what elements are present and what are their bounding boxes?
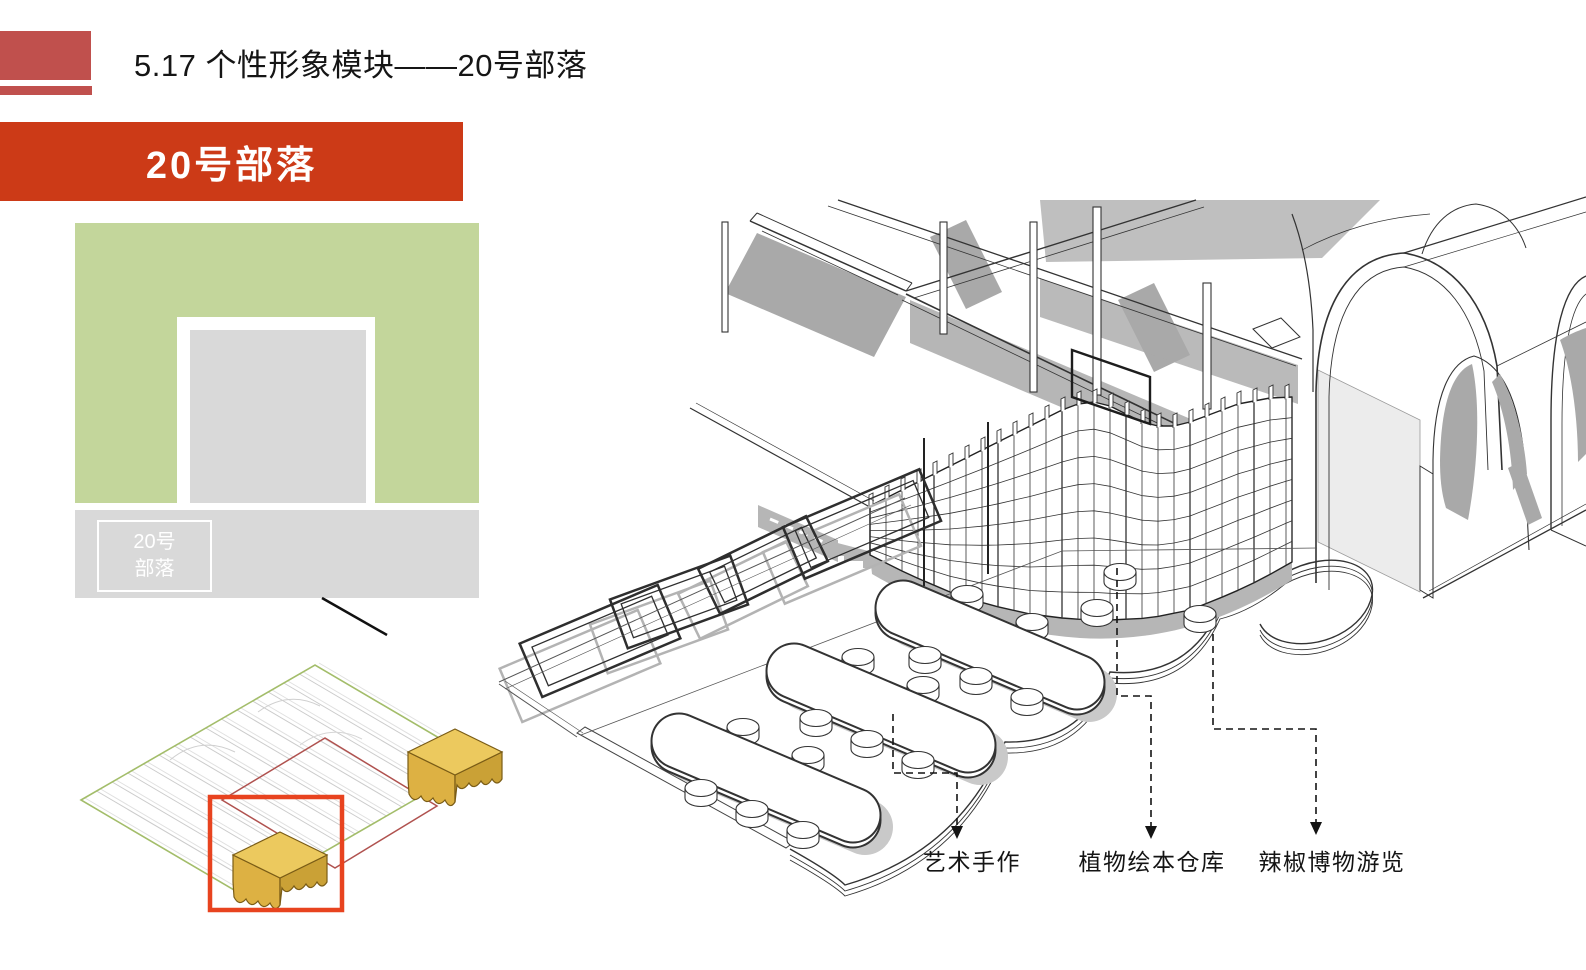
section-banner: 20号部落 <box>0 122 463 201</box>
plan-site-label-line2: 部落 <box>134 558 175 580</box>
terrace-scalloped-edge <box>789 559 1374 897</box>
walkway-shadow <box>758 505 838 562</box>
plan-site-label-line1: 20号 <box>133 531 176 553</box>
arrow-down-icon <box>1310 822 1322 835</box>
yellow-module-block <box>406 728 504 807</box>
annotation-label: 艺术手作 <box>923 849 1021 875</box>
plan-building-box <box>190 330 366 503</box>
annotation-label: 植物绘本仓库 <box>1078 849 1226 875</box>
plan-gray-strip <box>75 510 479 598</box>
leader-lines <box>892 568 1317 826</box>
building-columns <box>721 206 1212 410</box>
leader-line <box>321 596 388 637</box>
arrow-down-icon <box>1145 826 1157 839</box>
highlight-square <box>207 794 345 913</box>
annotation-label: 辣椒博物游览 <box>1258 849 1406 875</box>
display-frames <box>517 467 943 699</box>
plan-site-label: 20号 部落 <box>97 520 212 592</box>
page-title: 5.17 个性形象模块——20号部落 <box>134 48 588 83</box>
arched-greenhouse <box>1291 196 1586 599</box>
axonometric-illustration <box>497 196 1586 897</box>
header-accent-block <box>0 31 91 80</box>
section-banner-label: 20号部落 <box>145 145 318 187</box>
site-axonometric <box>79 596 504 913</box>
table-group <box>650 579 1117 855</box>
doorway-frame <box>1070 348 1152 426</box>
header-accent-underline <box>0 86 92 95</box>
arrow-down-icon <box>951 826 963 839</box>
